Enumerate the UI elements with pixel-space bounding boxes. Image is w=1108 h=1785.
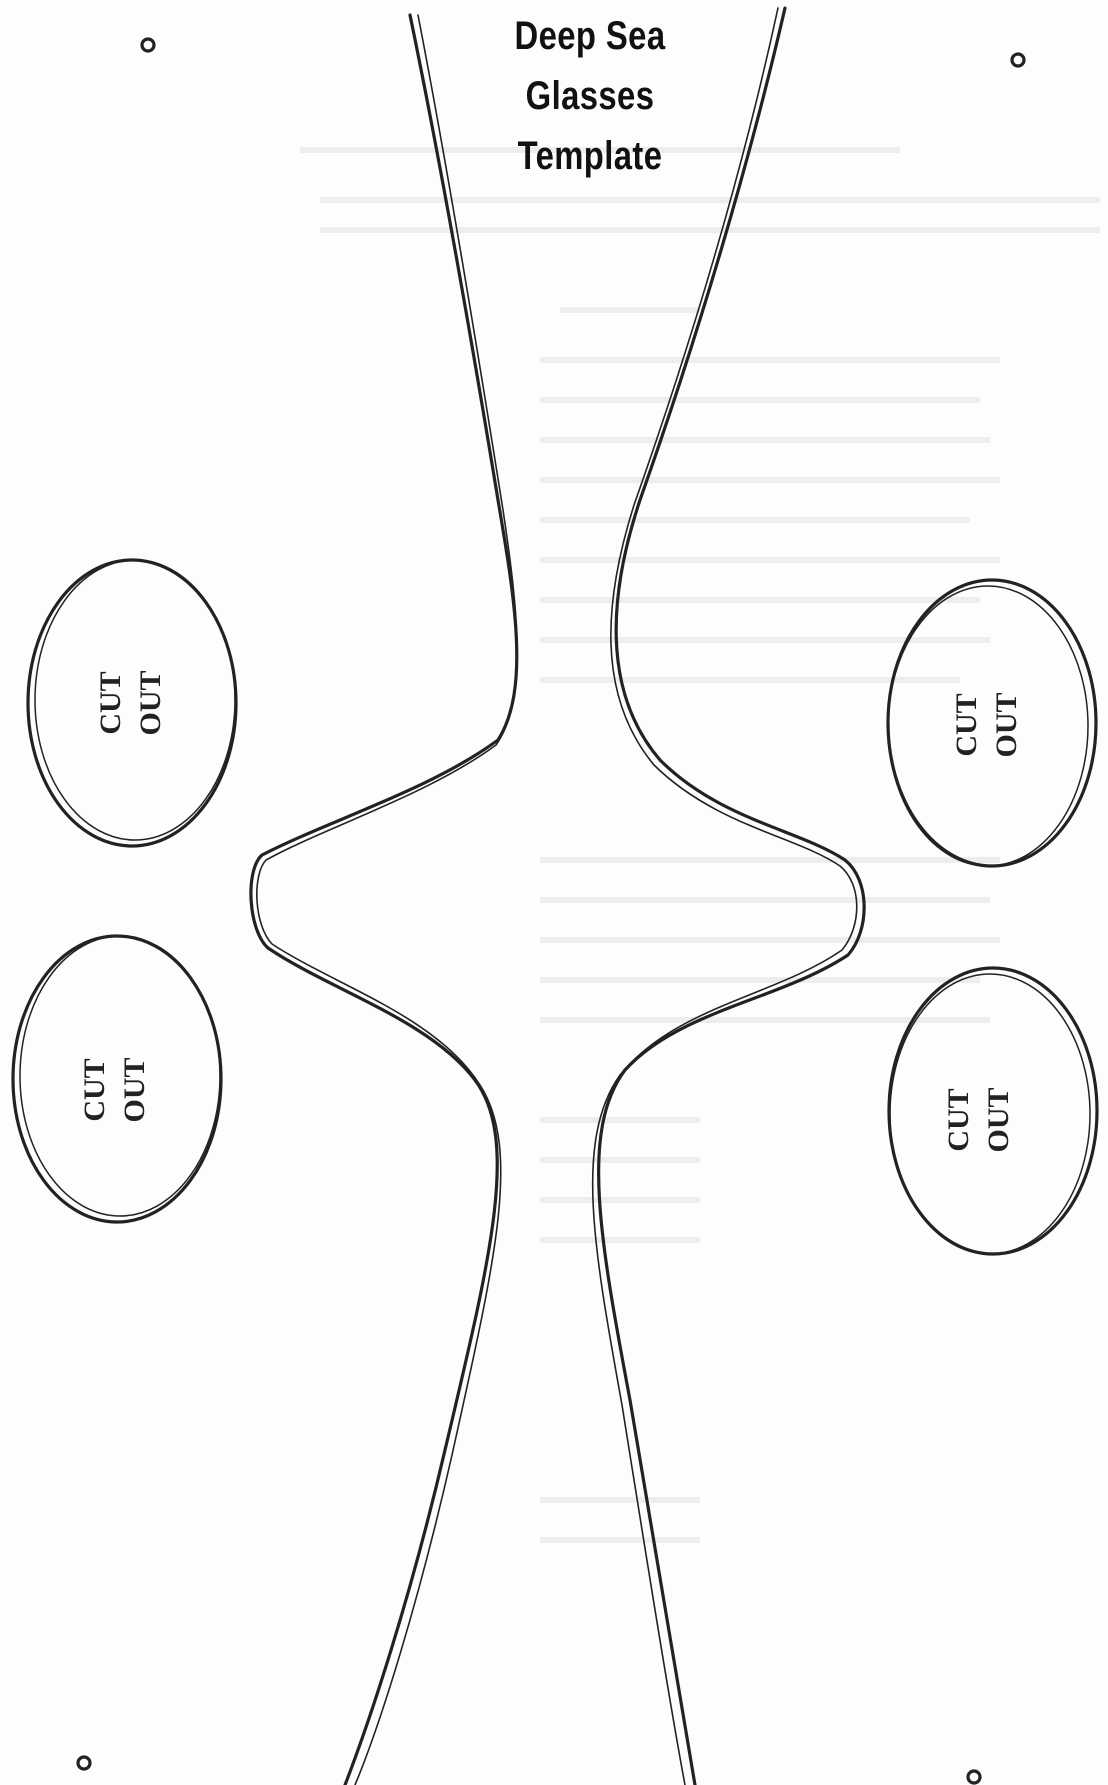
cutout-label-out: OUT <box>118 1057 151 1122</box>
cutout-label-cut: CUT <box>950 693 983 756</box>
hole-punch-mark-icon-top-right <box>1010 52 1026 68</box>
frame-outline-left <box>249 13 519 1785</box>
cutout-label-cut: CUT <box>942 1088 975 1151</box>
eye-cutout-oval-icon-left-lower <box>11 934 223 1224</box>
eye-cutout-oval-icon-right-lower-sketch <box>889 973 1091 1255</box>
frame-outline-right-sketch <box>591 7 858 1785</box>
title-line-2: Glasses Template <box>517 74 663 178</box>
eye-cutout-oval-icon-left-lower-sketch <box>19 935 221 1217</box>
eye-cutout-oval-icon-right-upper-sketch <box>887 585 1089 867</box>
eye-cutout-oval-icon-left-upper <box>26 558 238 848</box>
hole-punch-mark-icon-top-left <box>140 37 156 53</box>
frame-outline-left-sketch <box>256 14 518 1785</box>
cutout-label-cut: CUT <box>94 671 127 734</box>
cutout-label-out: OUT <box>990 692 1023 757</box>
title-line-1: Deep Sea <box>514 14 666 58</box>
cutout-label-left-lower: CUT OUT <box>78 1057 151 1122</box>
cutout-label-out: OUT <box>982 1087 1015 1152</box>
hole-punch-mark-icon-bottom-right <box>966 1769 982 1785</box>
cutout-label-cut: CUT <box>78 1058 111 1121</box>
cutout-label-out: OUT <box>134 670 167 735</box>
cutout-label-right-lower: CUT OUT <box>942 1087 1015 1152</box>
page-title: Deep Sea Glasses Template <box>451 6 730 186</box>
cutout-label-right-upper: CUT OUT <box>950 692 1023 757</box>
frame-outline-right <box>597 6 866 1785</box>
eye-cutout-oval-icon-left-upper-sketch <box>34 559 236 841</box>
hole-punch-mark-icon-bottom-left <box>76 1755 92 1771</box>
cutout-label-left-upper: CUT OUT <box>94 670 167 735</box>
